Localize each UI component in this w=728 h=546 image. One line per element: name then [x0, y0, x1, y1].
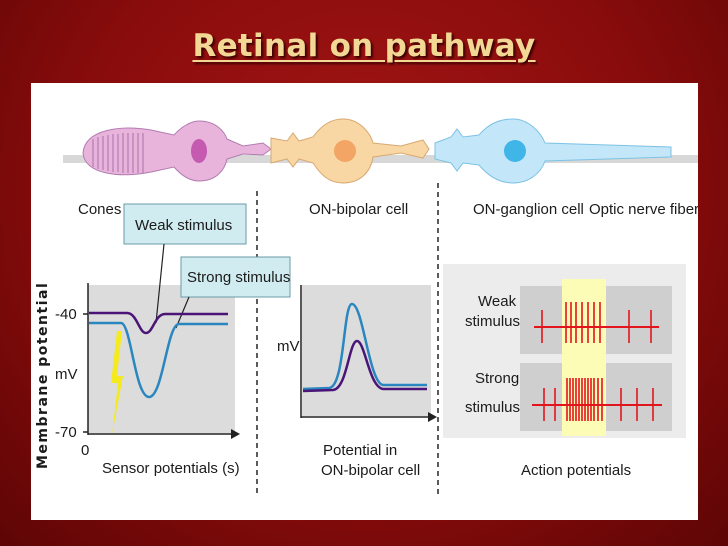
slide-title: Retinal on pathway	[192, 28, 536, 64]
y-axis-label: Membrane potential	[35, 282, 51, 469]
tick-minus-40: -40	[55, 306, 77, 323]
callout-strong-text: Strong stimulus	[187, 269, 290, 286]
panel1-background	[88, 285, 235, 433]
label-cones: Cones	[78, 201, 121, 218]
label-on-ganglion: ON-ganglion cell	[473, 201, 584, 218]
row1-label-1: Weak	[478, 293, 517, 310]
retina-diagram: Cones ON-bipolar cell ON-ganglion cell O…	[31, 83, 698, 520]
panel1-x-label: Sensor potentials (s)	[102, 460, 240, 477]
strong-trace	[89, 321, 228, 399]
panel2-x-label-1: Potential in	[323, 442, 397, 459]
stimulus-flash-icon	[111, 331, 123, 435]
callout-weak	[123, 203, 247, 245]
bipolar-strong-trace	[302, 302, 427, 391]
callout-strong	[180, 256, 291, 298]
panel2-background	[302, 285, 431, 416]
unit-mv-2: mV	[277, 338, 300, 355]
callout-strong-pointer	[175, 296, 190, 329]
row2-label-2: stimulus	[465, 399, 520, 416]
panel1-x-arrow	[231, 429, 240, 439]
ganglion-cell-icon	[434, 118, 672, 184]
panel-action-potentials: Weak stimulus Strong stimulus Action pot	[443, 264, 686, 479]
row2-label-1: Strong	[475, 370, 519, 387]
row1-label-2: stimulus	[465, 313, 520, 330]
panel-bipolar-potential: mV Potential in ON-bipolar cell	[277, 285, 437, 479]
panel2-x-label-2: ON-bipolar cell	[321, 462, 420, 479]
weak-spike-train	[534, 302, 659, 343]
tick-minus-70: -70	[55, 424, 77, 441]
panel3-x-label: Action potentials	[521, 462, 631, 479]
cell-illustration	[63, 118, 698, 184]
weak-trace	[89, 311, 228, 335]
panel-sensor-potentials: Membrane potential Weak stimulus Strong …	[35, 203, 291, 477]
unit-mv-1: mV	[55, 366, 78, 383]
ganglion-nucleus-icon	[504, 140, 526, 162]
x-origin-zero: 0	[81, 442, 89, 459]
label-optic-nerve: Optic nerve fiber	[589, 201, 698, 218]
bipolar-nucleus-icon	[334, 140, 356, 162]
bipolar-cell-icon	[270, 118, 430, 184]
illustration-baseline	[63, 155, 698, 163]
callout-weak-text: Weak stimulus	[135, 217, 232, 234]
cone-nucleus-icon	[191, 139, 207, 163]
cone-cell-icon	[82, 120, 272, 182]
label-on-bipolar: ON-bipolar cell	[309, 201, 408, 218]
strong-spike-train	[532, 378, 662, 421]
bipolar-weak-trace	[302, 339, 427, 393]
panel2-x-arrow	[428, 412, 437, 422]
callout-weak-pointer	[155, 243, 165, 324]
